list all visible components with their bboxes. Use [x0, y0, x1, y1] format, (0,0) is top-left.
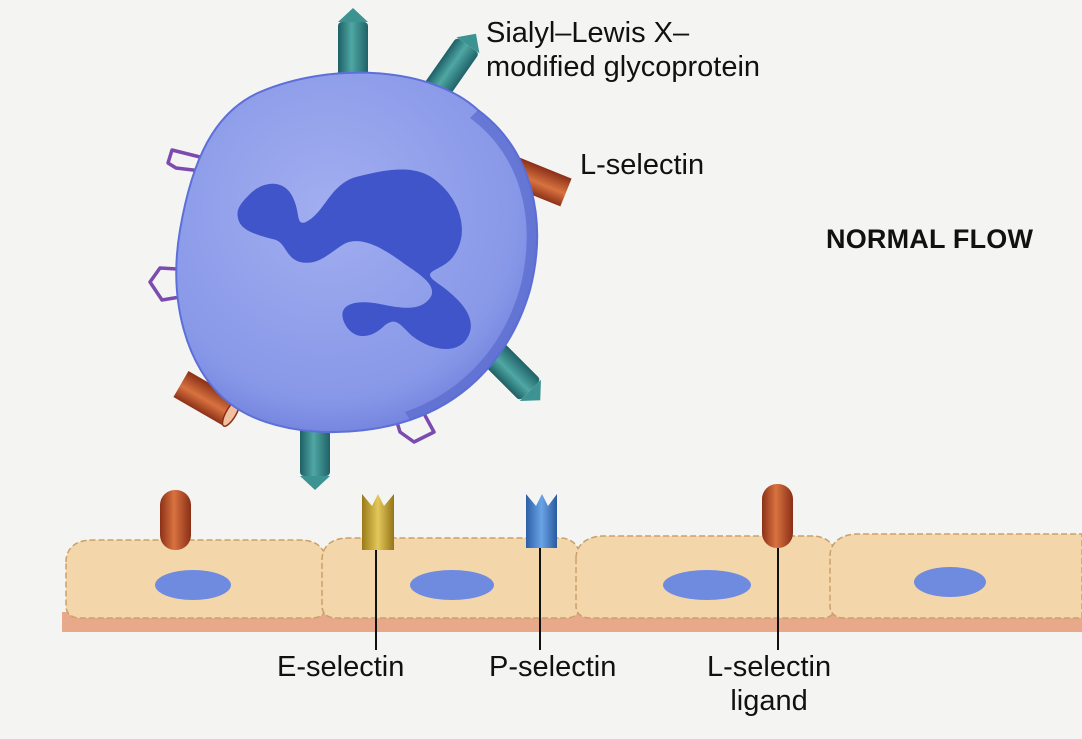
p-selectin-receptor: [526, 494, 557, 548]
l-selectin-label: L-selectin: [580, 148, 704, 182]
endothelial-cell-2: [322, 538, 580, 618]
endothelial-rust-receptor: [160, 490, 191, 550]
endothelial-nucleus-4: [914, 567, 986, 597]
p-selectin-label: P-selectin: [489, 650, 616, 684]
endothelial-nucleus-3: [663, 570, 751, 600]
sialyl-lewis-label-line1: Sialyl–Lewis X–: [486, 16, 760, 50]
e-selectin-label: E-selectin: [277, 650, 404, 684]
e-selectin-receptor: [362, 494, 394, 550]
endothelial-cell-1: [66, 540, 326, 618]
l-selectin-ligand-label-line1: L-selectin: [707, 650, 831, 684]
normal-flow-label: NORMAL FLOW: [826, 224, 1033, 255]
l-selectin-ligand-receptor: [762, 484, 793, 548]
endothelial-nucleus-1: [155, 570, 231, 600]
endothelial-cell-4: [830, 534, 1082, 618]
l-selectin-ligand-label: L-selectin ligand: [707, 650, 831, 718]
sialyl-lewis-label: Sialyl–Lewis X– modified glycoprotein: [486, 16, 760, 84]
endothelial-nucleus-2: [410, 570, 494, 600]
l-selectin-ligand-label-line2: ligand: [707, 684, 831, 718]
endothelial-cell-3: [576, 536, 836, 618]
sialyl-lewis-label-line2: modified glycoprotein: [486, 50, 760, 84]
